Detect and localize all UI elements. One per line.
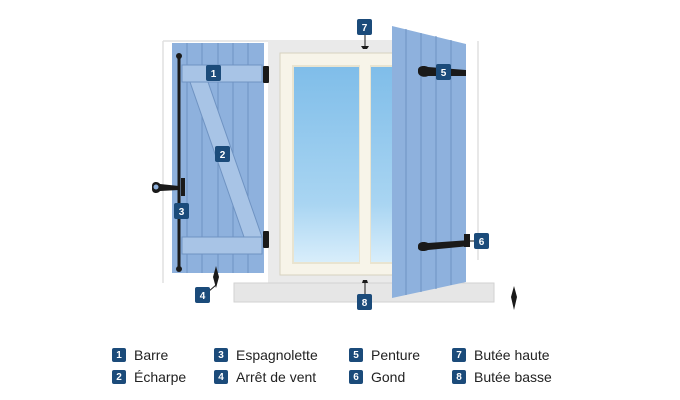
espagnolette-handle [152, 178, 185, 196]
legend-badge: 7 [452, 348, 466, 362]
legend: 1 Barre 2 Écharpe 3 Espagnolette 4 Arrêt… [112, 346, 582, 392]
legend-item-4: 4 Arrêt de vent [214, 368, 316, 386]
svg-text:5: 5 [441, 68, 447, 79]
bottom-stop [362, 280, 368, 283]
svg-text:8: 8 [362, 298, 368, 309]
callout-badge-1: 1 [206, 65, 221, 81]
legend-label: Écharpe [134, 369, 187, 385]
bottom-bar [181, 236, 263, 255]
svg-text:6: 6 [479, 237, 485, 248]
legend-badge: 8 [452, 370, 466, 384]
legend-label: Penture [371, 347, 421, 363]
wind-stop [213, 266, 219, 288]
legend-badge: 1 [112, 348, 126, 362]
bottom-strap-hinge [418, 240, 470, 252]
svg-text:2: 2 [220, 150, 226, 161]
callout-badge-2: 2 [215, 146, 230, 162]
legend-label: Arrêt de vent [236, 369, 317, 385]
callout-badge-5: 5 [436, 64, 451, 80]
legend-item-3: 3 Espagnolette [214, 346, 318, 364]
legend-item-1: 1 Barre [112, 346, 168, 364]
legend-badge: 2 [112, 370, 126, 384]
legend-item-5: 5 Penture [349, 346, 420, 364]
top-stop [361, 46, 369, 49]
gond [464, 234, 470, 247]
top-bar [181, 64, 263, 83]
left-shutter [152, 43, 269, 273]
callout-badge-8: 8 [357, 294, 372, 310]
callout-badge-3: 3 [174, 203, 189, 219]
legend-label: Barre [134, 347, 169, 363]
legend-badge: 3 [214, 348, 228, 362]
legend-label: Butée haute [474, 347, 550, 363]
right-shutter [392, 26, 470, 298]
legend-item-2: 2 Écharpe [112, 368, 186, 386]
left-bottom-hinge [263, 231, 269, 248]
legend-badge: 6 [349, 370, 363, 384]
legend-label: Butée basse [474, 369, 552, 385]
legend-item-8: 8 Butée basse [452, 368, 552, 386]
svg-text:7: 7 [362, 23, 368, 34]
callout-badge-6: 6 [474, 233, 489, 249]
left-glass-pane [292, 65, 361, 264]
svg-text:4: 4 [200, 291, 206, 302]
svg-text:3: 3 [179, 207, 185, 218]
wall [162, 40, 479, 283]
legend-label: Gond [371, 369, 406, 385]
legend-badge: 5 [349, 348, 363, 362]
callout-badge-7: 7 [357, 19, 372, 35]
left-top-hinge [263, 66, 269, 83]
legend-item-7: 7 Butée haute [452, 346, 550, 364]
legend-badge: 4 [214, 370, 228, 384]
window-mullion [360, 60, 370, 270]
legend-label: Espagnolette [236, 347, 318, 363]
legend-item-6: 6 Gond [349, 368, 405, 386]
wind-stop-right [511, 286, 517, 310]
callout-badge-4: 4 [195, 287, 210, 303]
svg-text:1: 1 [211, 69, 217, 80]
